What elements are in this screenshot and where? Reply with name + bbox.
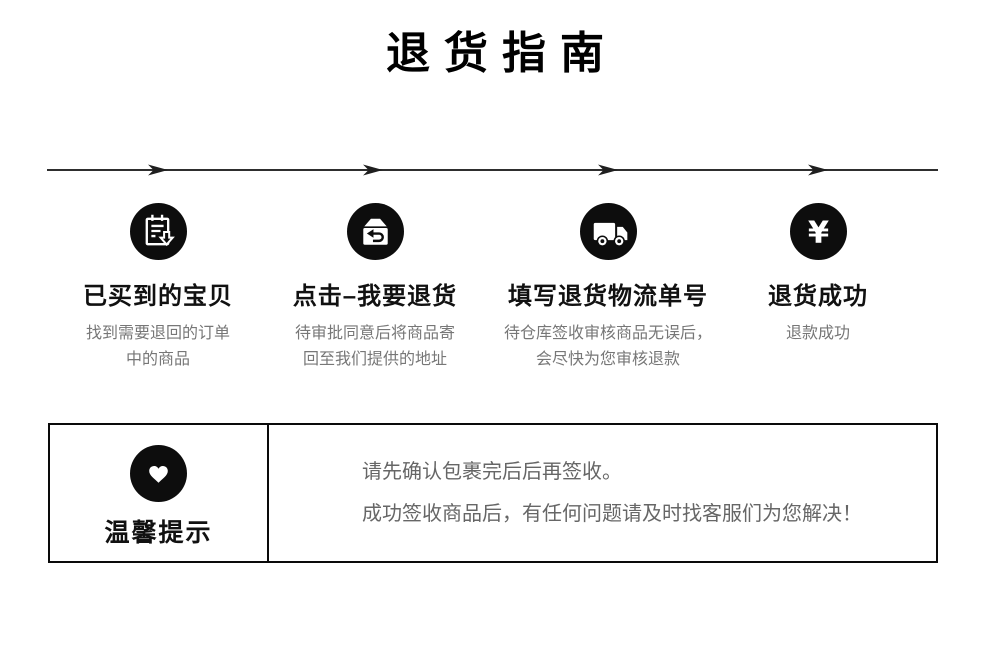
step-request-return: 点击–我要退货 待审批同意后将商品寄 回至我们提供的地址	[265, 203, 485, 373]
tips-line: 请先确认包裹完后后再签收。	[362, 461, 622, 483]
step-description: 退款成功	[723, 321, 913, 347]
step-description-line: 会尽快为您审核退款	[535, 351, 680, 369]
step-description-line: 待仓库签收审核商品无误后，	[503, 325, 712, 343]
step-description: 待仓库签收审核商品无误后， 会尽快为您审核退款	[483, 321, 733, 373]
delivery-truck-icon	[579, 203, 637, 260]
step-refund-success: ¥ 退货成功 退款成功	[723, 203, 913, 347]
svg-text:¥: ¥	[807, 216, 828, 251]
timeline-arrow-icon	[598, 164, 618, 176]
step-description-line: 退款成功	[785, 325, 850, 343]
step-description-line: 中的商品	[125, 351, 190, 369]
yuan-refund-icon: ¥	[789, 203, 847, 260]
warm-tips-content: 请先确认包裹完后后再签收。 成功签收商品后，有任何问题请及时找客服们为您解决！	[269, 425, 936, 561]
order-list-icon	[129, 203, 187, 260]
return-parcel-icon	[346, 203, 404, 260]
timeline-arrow-icon	[808, 164, 828, 176]
step-purchased-item: 已买到的宝贝 找到需要退回的订单 中的商品	[53, 203, 263, 373]
step-description-line: 找到需要退回的订单	[85, 325, 230, 343]
step-title: 点击–我要退货	[292, 283, 458, 310]
step-title: 退货成功	[768, 283, 868, 310]
step-title: 已买到的宝贝	[83, 283, 233, 310]
timeline-arrow-icon	[363, 164, 383, 176]
step-description-line: 回至我们提供的地址	[302, 351, 447, 369]
step-description: 找到需要退回的订单 中的商品	[53, 321, 263, 373]
step-description: 待审批同意后将商品寄 回至我们提供的地址	[265, 321, 485, 373]
step-title: 填写退货物流单号	[508, 283, 708, 310]
timeline-line	[47, 169, 938, 171]
page-title: 退货指南	[386, 29, 618, 78]
step-description-line: 待审批同意后将商品寄	[294, 325, 455, 343]
warm-tips-box: 温馨提示 请先确认包裹完后后再签收。 成功签收商品后，有任何问题请及时找客服们为…	[48, 423, 938, 563]
warm-tips-label: 温馨提示	[104, 519, 213, 547]
tips-line: 成功签收商品后，有任何问题请及时找客服们为您解决！	[362, 503, 862, 525]
step-fill-tracking-number: 填写退货物流单号 待仓库签收审核商品无误后， 会尽快为您审核退款	[483, 203, 733, 373]
warm-tips-header: 温馨提示	[50, 425, 269, 561]
timeline-arrow-icon	[148, 164, 168, 176]
heart-icon	[130, 445, 187, 502]
